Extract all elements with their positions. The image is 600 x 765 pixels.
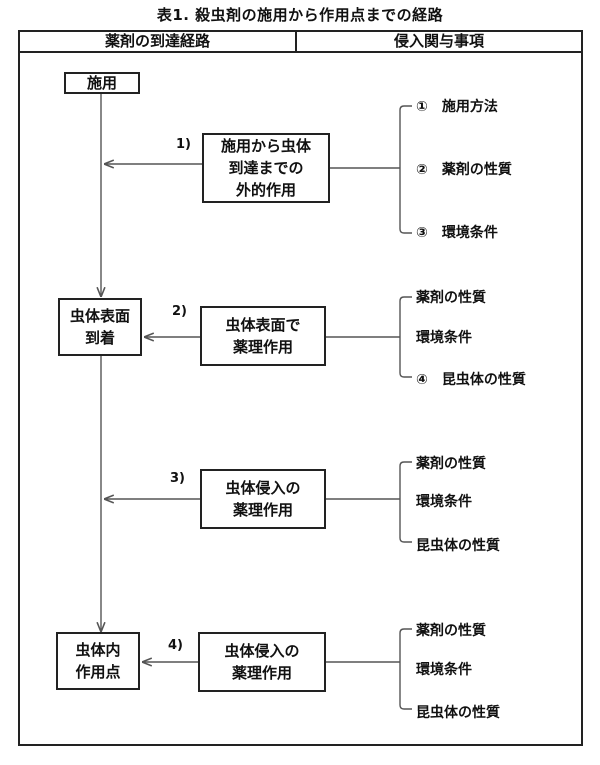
step-number-2: 2) <box>172 304 187 319</box>
step-number-1: 1) <box>176 137 191 152</box>
factor-bracket-4 <box>399 628 412 710</box>
factor-bracket-1 <box>399 105 412 234</box>
header-route: 薬剤の到達経路 <box>104 32 210 50</box>
factor-bracket-2 <box>399 296 412 378</box>
step-number-4: 4) <box>168 638 183 653</box>
factor-3-3: 昆虫体の性質 <box>416 538 500 554</box>
factor-2-2: 環境条件 <box>416 330 472 346</box>
factor-bracket-3 <box>399 461 412 543</box>
start-box-application: 施用 <box>64 72 140 94</box>
header-column-divider <box>295 30 297 53</box>
factor-4-1: 薬剤の性質 <box>416 623 486 639</box>
box-internal-action-point: 虫体内 作用点 <box>56 632 140 690</box>
factor-1-3: ③ 環境条件 <box>416 225 498 241</box>
factor-3-1: 薬剤の性質 <box>416 456 486 472</box>
step-box-3: 虫体侵入の 薬理作用 <box>200 469 326 529</box>
factor-3-2: 環境条件 <box>416 494 472 510</box>
box-body-surface-arrival: 虫体表面 到着 <box>58 298 142 356</box>
step-box-1: 施用から虫体 到達までの 外的作用 <box>202 133 330 203</box>
step-box-2: 虫体表面で 薬理作用 <box>200 306 326 366</box>
factor-2-1: 薬剤の性質 <box>416 290 486 306</box>
factor-1-1: ① 施用方法 <box>416 99 498 115</box>
table-frame <box>18 30 583 746</box>
step-box-4: 虫体侵入の 薬理作用 <box>198 632 326 692</box>
step-number-3: 3) <box>170 471 185 486</box>
header-divider <box>18 51 583 53</box>
factor-4-3: 昆虫体の性質 <box>416 705 500 721</box>
header-factors: 侵入関与事項 <box>393 32 484 50</box>
factor-4-2: 環境条件 <box>416 662 472 678</box>
factor-1-2: ② 薬剤の性質 <box>416 162 512 178</box>
factor-2-3: ④ 昆虫体の性質 <box>416 372 526 388</box>
table-title: 表1. 殺虫剤の施用から作用点までの経路 <box>156 6 444 24</box>
